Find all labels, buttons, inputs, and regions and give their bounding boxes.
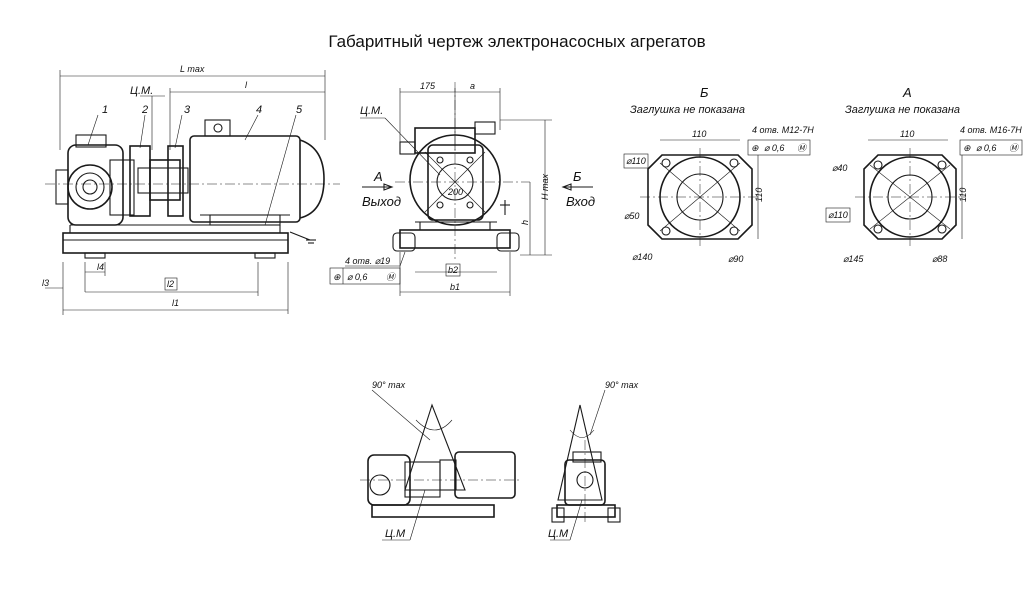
flange-a-letter: А — [902, 85, 912, 100]
flange-b-tolerance-mod: Ⓜ — [797, 143, 808, 153]
tilt-side-angle: 90° max — [372, 380, 406, 390]
flange-a-note: Заглушка не показана — [845, 104, 960, 116]
dim-l1: l1 — [172, 298, 179, 308]
front-holes-spec: 4 отв. ⌀19 — [345, 256, 390, 266]
arrow-A-label: А — [373, 169, 383, 184]
front-tolerance-mod: Ⓜ — [386, 272, 397, 282]
tilt-front-cm: Ц.М — [548, 528, 569, 540]
dim-l4: l4 — [97, 262, 104, 272]
arrow-B-label: Б — [573, 169, 582, 184]
outlet-label: Выход — [362, 194, 401, 209]
flange-b-holes: 4 отв. М12-7Н — [752, 125, 814, 135]
flange-a-tolerance-symbol: ⊕ — [963, 143, 971, 153]
flange-a-holes: 4 отв. М16-7Н — [960, 125, 1022, 135]
dim-b1: b1 — [450, 282, 460, 292]
flange-b-height: 110 — [754, 188, 764, 202]
drawing-title: Габаритный чертеж электронасосных агрега… — [328, 32, 706, 51]
part-label-3: 3 — [184, 104, 191, 116]
flange-b-note: Заглушка не показана — [630, 104, 745, 116]
flange-a-d110: ⌀110 — [828, 210, 848, 220]
tilt-front-angle: 90° max — [605, 380, 639, 390]
dim-L-max: L max — [180, 64, 205, 74]
cm-label-front: Ц.М. — [360, 105, 383, 117]
flange-b-tolerance-symbol: ⊕ — [751, 143, 759, 153]
flange-b-d90: ⌀90 — [728, 254, 743, 264]
dim-175: 175 — [420, 81, 436, 91]
dim-b2: b2 — [448, 265, 458, 275]
dim-H-max: H max — [540, 173, 550, 200]
flange-a-view: А Заглушка не показана 110 110 4 отв. М1… — [825, 85, 1023, 264]
flange-a-tolerance: ⌀ 0,6 — [976, 143, 996, 153]
front-view: 175 a 200 Ц.М. H — [329, 81, 595, 296]
flange-a-height: 110 — [958, 188, 968, 202]
flange-b-view: Б Заглушка не показана 110 110 4 отв. М1… — [623, 85, 814, 264]
flange-a-width: 110 — [900, 129, 914, 139]
front-tolerance: ⌀ 0,6 — [347, 272, 367, 282]
flange-a-d88: ⌀88 — [932, 254, 947, 264]
tilt-side-cm: Ц.М — [385, 528, 406, 540]
flange-a-tolerance-mod: Ⓜ — [1009, 143, 1020, 153]
dim-h: h — [520, 220, 530, 225]
cm-label-side: Ц.М. — [130, 85, 153, 97]
part-label-1: 1 — [102, 104, 108, 116]
flange-b-d110: ⌀110 — [626, 156, 646, 166]
inlet-label: Вход — [566, 194, 595, 209]
flange-b-letter: Б — [700, 85, 709, 100]
dim-l2: l2 — [167, 279, 174, 289]
dim-l3: l3 — [42, 278, 49, 288]
part-label-4: 4 — [256, 104, 262, 116]
part-label-2: 2 — [141, 104, 148, 116]
tilt-side-view: 90° max Ц.М — [360, 380, 520, 541]
dim-a: a — [470, 81, 475, 91]
flange-b-d140: ⌀140 — [632, 252, 652, 262]
flange-b-tolerance: ⌀ 0,6 — [764, 143, 784, 153]
part-label-5: 5 — [296, 104, 303, 116]
flange-b-d50: ⌀50 — [624, 211, 639, 221]
dim-l: l — [245, 80, 248, 90]
side-view: L max l — [42, 64, 340, 315]
flange-b-width: 110 — [692, 129, 706, 139]
flange-a-d145: ⌀145 — [843, 254, 864, 264]
flange-a-d40: ⌀40 — [832, 163, 847, 173]
tilt-front-view: 90° max Ц.М — [548, 380, 639, 541]
front-tolerance-symbol: ⊕ — [333, 272, 341, 282]
